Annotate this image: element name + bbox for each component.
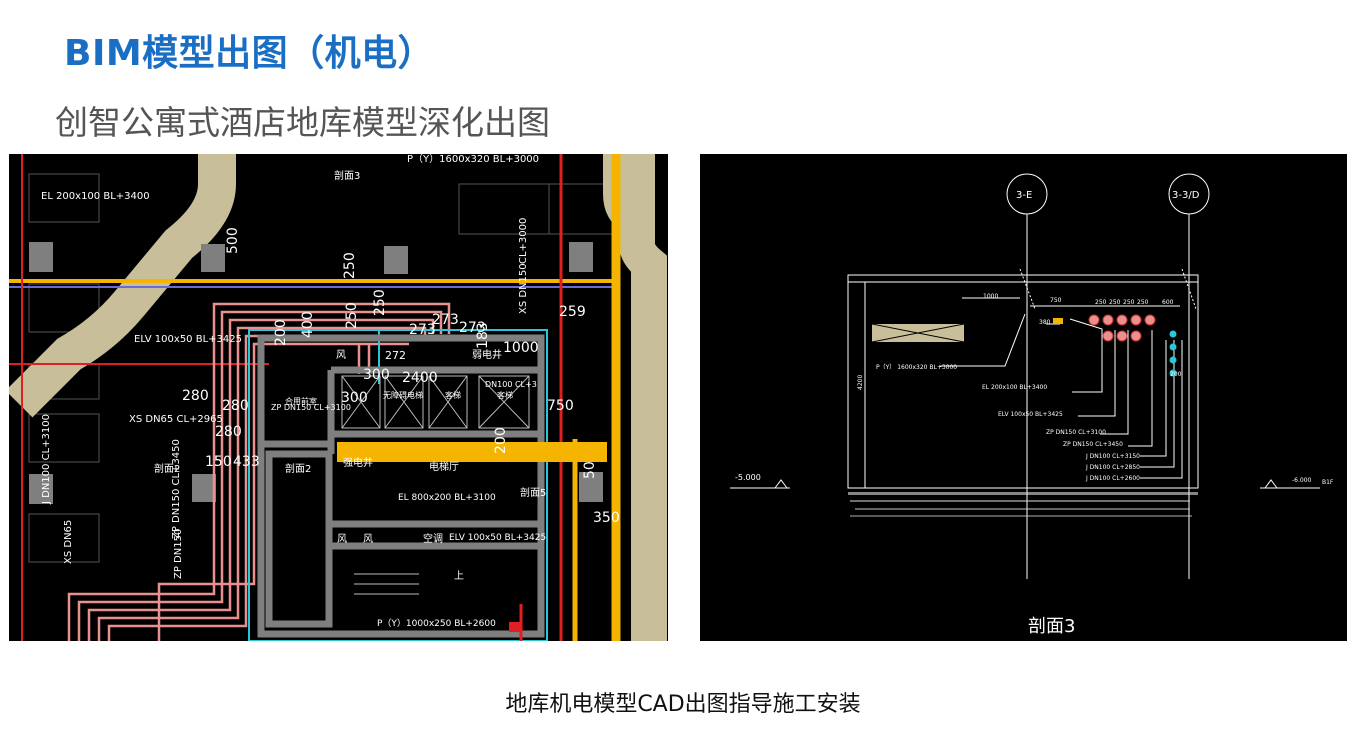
plan-label: XS DN65 [63,520,74,564]
grid-label: 3-3/D [1172,190,1200,201]
floor-label: B1F [1322,479,1334,486]
dim-label: 4200 [857,375,864,390]
callout: P（Y） 1600x320 BL+3000 [876,364,957,371]
dim-label: 259 [559,304,586,320]
plan-label: 客梯 [445,390,461,400]
plan-svg: EL 200x100 BL+3400 P（Y）1600x320 BL+3000 … [9,154,667,641]
dim-label: 350 [593,510,620,526]
dim-label: 250 [1137,299,1149,306]
dim-label: 600 [1162,299,1174,306]
callout: J DN100 CL+2600 [1085,475,1140,482]
dim-label: 250 [1123,299,1135,306]
dim-label: 272 [385,349,406,362]
plan-label: 风 [363,533,373,545]
dim-label: 250 [1095,299,1107,306]
section-drawing: 3-E 3-3/D 1000 750 250 250 250 250 600 3… [700,154,1347,641]
section-svg: 3-E 3-3/D 1000 750 250 250 250 250 600 3… [730,173,1334,637]
dim-label: 2400 [402,370,438,386]
callout: ELV 100x50 BL+3425 [998,411,1063,418]
plan-label: J DN100 CL+3100 [41,414,52,505]
grid-label: 3-E [1016,190,1032,201]
dim-label: 250 [342,252,358,279]
callout: ZP DN150 CL+3100 [1046,429,1106,436]
plan-label: 空调 [423,532,443,545]
dim-label: 280 [215,424,242,440]
plan-label: 剖面2 [285,462,311,475]
plan-drawing: EL 200x100 BL+3400 P（Y）1600x320 BL+3000 … [9,154,668,641]
dim-label: 750 [1050,297,1062,304]
ground-hatch [848,492,1198,517]
callout: J DN100 CL+2850 [1085,464,1140,471]
plan-label: 无障碍电梯 [383,390,423,400]
plan-label: 客梯 [497,390,513,400]
plan-label: XS DN150 [518,263,529,314]
plan-label: 剖面5 [520,486,546,499]
dim-label: 200 [273,319,289,346]
plan-label: CL+3000 [518,218,529,264]
plan-label: ZP DN150 CL+3100 [271,403,351,412]
dim-label: 400 [300,311,316,338]
dim-label: 250 [344,302,360,329]
dim-label: 150 [205,454,232,470]
section-name: 剖面3 [1028,616,1075,637]
dim-label: 280 [222,398,249,414]
slide-subtitle: 创智公寓式酒店地库模型深化出图 [55,103,550,142]
level-label: -6.000 [1292,477,1312,484]
plan-label: ZP DN150 CL+3450 [171,439,182,539]
plan-label: ELV 100x50 BL+3425 [449,533,546,543]
plan-label: P（Y）1600x320 BL+3000 [407,154,539,165]
dim-label: 273 [459,320,486,336]
dim-label: 250 [372,289,388,316]
dim-label: 200 [1170,371,1182,378]
dim-label: 300 [363,367,390,383]
callout: ZP DN150 CL+3450 [1063,441,1123,448]
plan-label: 电梯厅 [429,460,459,473]
dim-label: 250 [1109,299,1121,306]
plan-label: 风 [337,533,347,545]
dim-label: 300 [341,390,368,406]
plan-label: 剖面3 [334,169,360,182]
dim-label: 280 [182,388,209,404]
dim-label: 750 [547,398,574,414]
plan-label: P（Y）1000x250 BL+2600 [377,618,496,629]
plan-label: ELV 100x50 BL+3425 [134,334,242,345]
plan-label: 上 [454,570,464,582]
plan-label: ZP DN150 [173,529,184,579]
plan-label: XS DN65 CL+2965 [129,414,223,425]
column [29,242,53,272]
dim-label: 1000 [503,340,539,356]
plan-label: EL 200x100 BL+3400 [41,191,150,202]
dim-label: 500 [225,227,241,254]
dim-label: 1000 [983,293,998,300]
plan-label: 剖面2 [154,462,180,475]
dim-label: 433 [233,454,260,470]
plan-label: 强电井 [343,456,373,469]
callout: EL 200x100 BL+3400 [982,384,1047,391]
plan-label: 风 [336,349,346,361]
dim-label: 273 [432,312,459,328]
plan-label: DN100 CL+3 [485,380,537,389]
level-label: -5.000 [735,473,761,482]
dim-label: 50 [582,461,598,479]
callout: J DN100 CL+3150 [1085,453,1140,460]
plan-label: 弱电井 [472,348,502,361]
plan-label: EL 800x200 BL+3100 [398,493,496,503]
plan-label: 合用前室 [285,396,317,406]
slide-title: BIM模型出图（机电） [64,33,435,74]
dim-label: 183 [475,322,491,349]
dim-label: 200 [493,427,509,454]
dim-label: 380 [1039,319,1051,326]
dim-label: 273 [409,322,436,338]
slide-caption: 地库机电模型CAD出图指导施工安装 [505,692,861,717]
